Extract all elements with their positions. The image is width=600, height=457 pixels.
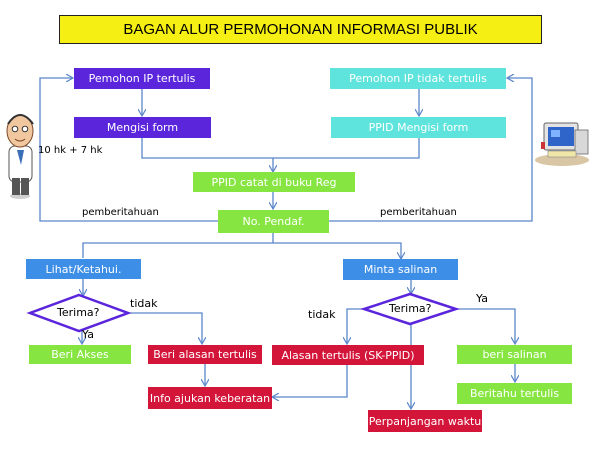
arrow-terima-to-alasan-sk (347, 308, 364, 343)
label-pemberitahuan-right: pemberitahuan (380, 207, 457, 218)
arrow-terima-to-salinan (455, 308, 515, 343)
person-icon (6, 114, 34, 199)
node-no-pendaf: No. Pendaf. (218, 210, 329, 233)
node-beritahu-tertulis: Beritahu tertulis (457, 383, 572, 404)
arrow-pendaf-split (82, 233, 401, 258)
node-ppid-mengisi-form: PPID Mengisi form (331, 117, 506, 138)
node-beri-akses: Beri Akses (29, 345, 131, 364)
label-deadline: 10 hk + 7 hk (38, 145, 103, 156)
node-info-ajukan-keberatan: Info ajukan keberatan (148, 387, 272, 409)
node-minta-salinan: Minta salinan (343, 259, 458, 280)
label-ya-left: Ya (82, 328, 94, 341)
node-ppid-catat: PPID catat di buku Reg (193, 172, 355, 192)
page-title: BAGAN ALUR PERMOHONAN INFORMASI PUBLIK (59, 15, 542, 44)
arrow-alasan-sk-to-info (273, 365, 348, 397)
node-beri-alasan-tertulis: Beri alasan tertulis (148, 345, 262, 364)
node-lihat-ketahui: Lihat/Ketahui. (26, 259, 141, 279)
decision-terima-right-label: Terima? (389, 302, 432, 315)
label-tidak-right: tidak (308, 308, 336, 321)
loop-line-right (329, 78, 533, 222)
decision-diamond-left (26, 293, 132, 333)
label-pemberitahuan-left: pemberitahuan (82, 207, 159, 218)
label-ya-right: Ya (476, 292, 488, 305)
node-beri-salinan: beri salinan (457, 345, 572, 364)
node-pemohon-tertulis: Pemohon IP tertulis (74, 68, 210, 89)
label-tidak-left: tidak (130, 297, 158, 310)
computer-icon (535, 122, 589, 166)
node-perpanjangan-waktu: Perpanjangan waktu (368, 410, 482, 432)
loop-line-left (39, 78, 218, 222)
arrow-merge-to-catat (141, 138, 420, 171)
node-mengisi-form: Mengisi form (74, 117, 211, 138)
decision-diamond-right (359, 292, 461, 326)
node-pemohon-tidak-tertulis: Pemohon IP tidak tertulis (330, 68, 506, 89)
decision-terima-left-label: Terima? (57, 306, 100, 319)
node-alasan-tertulis-sk: Alasan tertulis (SK-PPID) (272, 345, 424, 365)
arrow-terima-to-alasan (128, 312, 202, 343)
